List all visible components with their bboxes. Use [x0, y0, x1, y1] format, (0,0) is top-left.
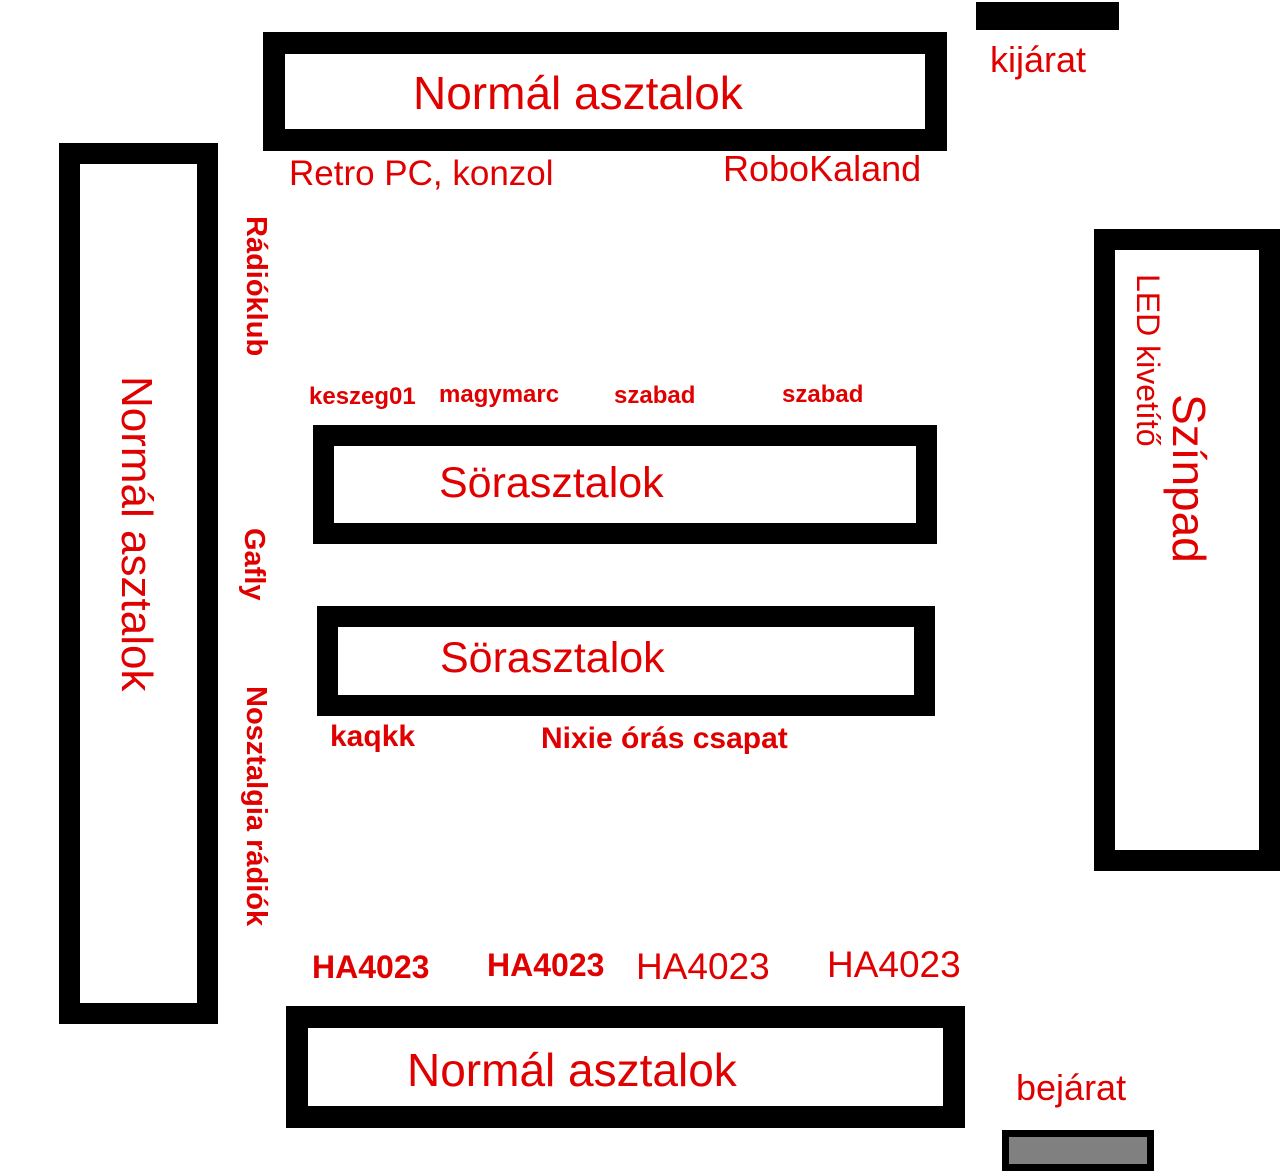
- bottom-normal-table-label: Normál asztalok: [407, 1044, 737, 1096]
- left-normal-table-label: Normál asztalok: [112, 376, 161, 692]
- exit-label: kijárat: [990, 39, 1087, 80]
- ha4023-label-1: HA4023: [312, 949, 430, 985]
- left-normal-table: [59, 143, 218, 1024]
- radioklub-label: Rádióklub: [240, 216, 272, 357]
- beer-table-upper-label: Sörasztalok: [439, 459, 664, 507]
- ha4023-label-3: HA4023: [636, 946, 770, 987]
- robokaland-label: RoboKaland: [723, 148, 922, 189]
- gafly-label: Gafly: [238, 528, 270, 601]
- kaqkk-label: kaqkk: [330, 720, 416, 753]
- exit-marker: [976, 2, 1119, 30]
- bottom-normal-table: [286, 1006, 965, 1128]
- nosztalgia-label: Nosztalgia rádiók: [240, 686, 272, 927]
- top-normal-table-label: Normál asztalok: [413, 67, 743, 119]
- ha4023-label-4: HA4023: [827, 944, 961, 985]
- beer-table-lower: [317, 606, 935, 716]
- retro-pc-label: Retro PC, konzol: [289, 154, 554, 193]
- magymarc-label: magymarc: [439, 381, 560, 408]
- szabad-label-1: szabad: [614, 382, 696, 409]
- beer-table-lower-label: Sörasztalok: [440, 634, 665, 682]
- stage-label: Színpad: [1163, 394, 1215, 563]
- top-normal-table: [263, 32, 947, 151]
- szabad-label-2: szabad: [782, 381, 864, 408]
- stage-table: [1094, 229, 1280, 871]
- nixie-label: Nixie órás csapat: [541, 722, 788, 755]
- entrance-label: bejárat: [1016, 1067, 1127, 1108]
- entrance-marker: [1002, 1130, 1154, 1171]
- ha4023-label-2: HA4023: [487, 947, 605, 983]
- led-projector-label: LED kivetítő: [1130, 274, 1166, 447]
- beer-table-upper: [313, 425, 937, 544]
- keszeg-label: keszeg01: [309, 383, 416, 410]
